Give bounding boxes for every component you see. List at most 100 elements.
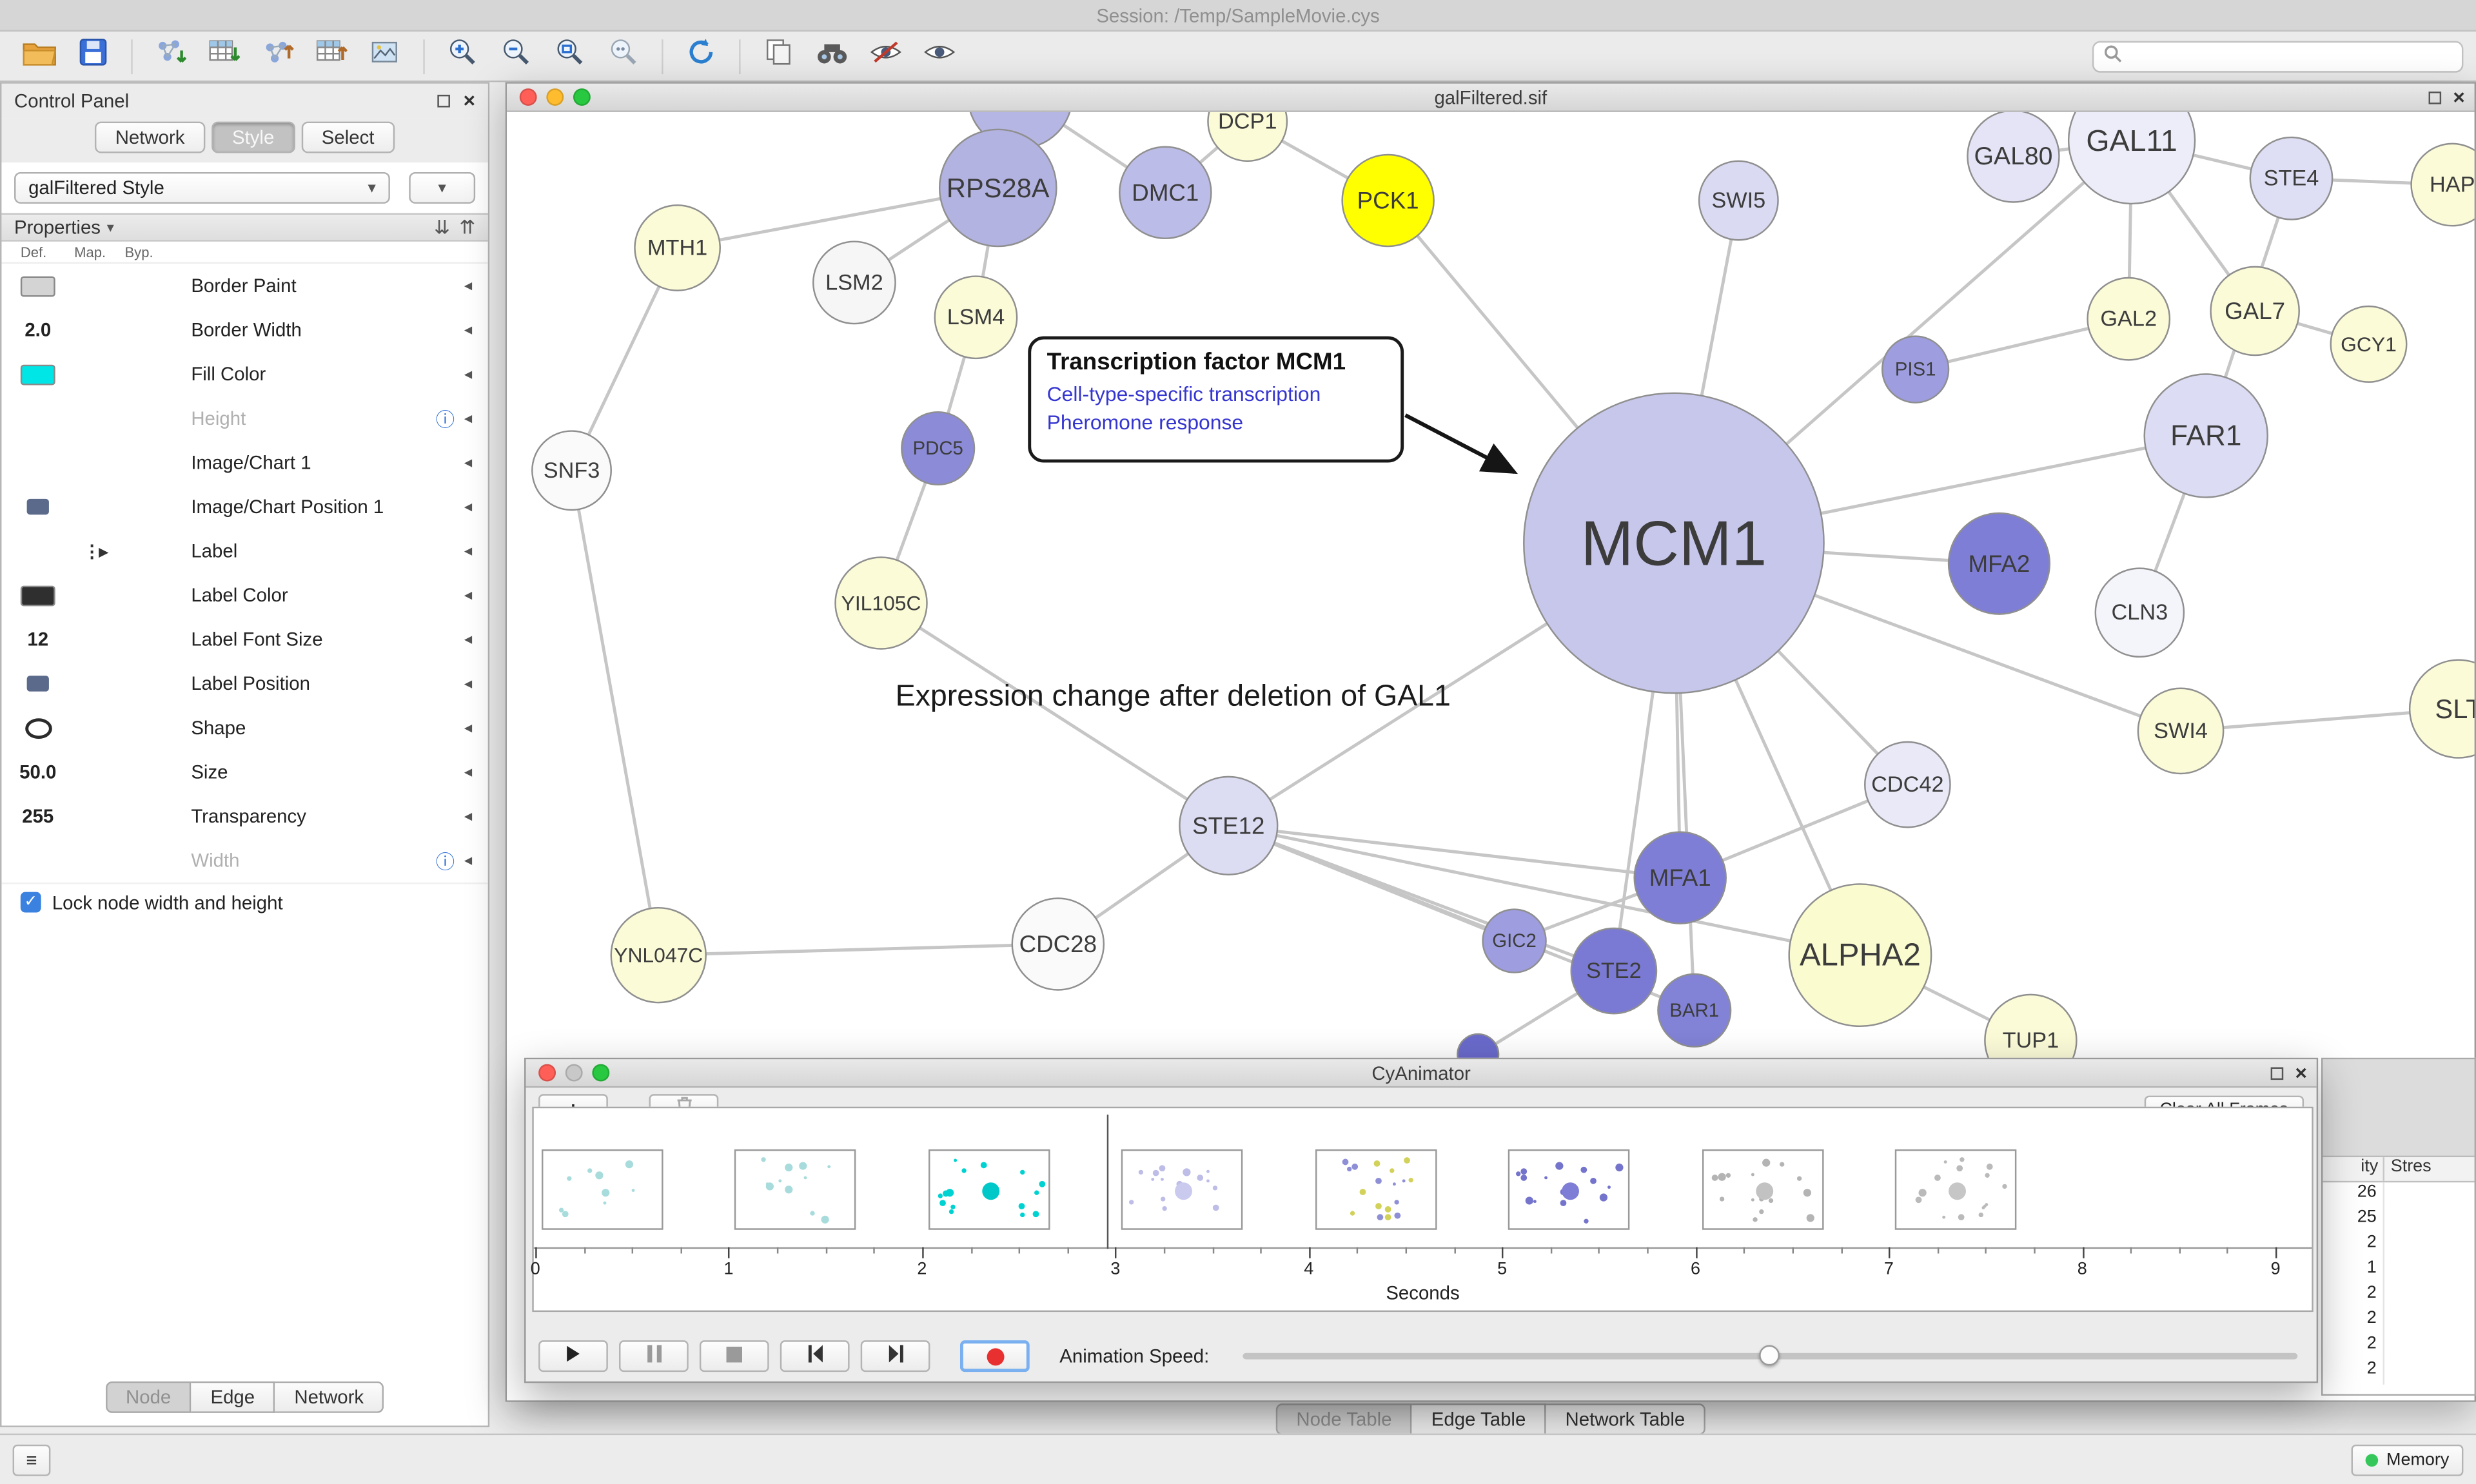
node-gal2[interactable]: GAL2 [2087, 277, 2171, 361]
default-value-cell[interactable] [14, 676, 61, 692]
node-mfa1[interactable]: MFA1 [1633, 831, 1727, 924]
close-frame-icon[interactable]: × [2295, 1060, 2307, 1084]
node-cdc42[interactable]: CDC42 [1864, 741, 1951, 828]
property-row-shape[interactable]: Shape◂ [1, 706, 487, 750]
record-button[interactable] [959, 1340, 1030, 1372]
tab-edge[interactable]: Edge [192, 1381, 275, 1413]
edge-ste12-alpha2[interactable] [1228, 824, 1861, 957]
node-pck1[interactable]: PCK1 [1341, 153, 1435, 248]
tab-network-table[interactable]: Network Table [1546, 1403, 1706, 1436]
cyanimator-titlebar[interactable]: CyAnimator × [526, 1059, 2317, 1088]
default-value-cell[interactable]: 12 [27, 628, 49, 650]
node-mfa2[interactable]: MFA2 [1947, 512, 2051, 615]
expand-arrow-icon[interactable]: ◂ [464, 763, 473, 781]
animation-speed-slider[interactable] [1242, 1345, 2298, 1366]
pause-button[interactable] [619, 1340, 689, 1372]
expand-arrow-icon[interactable]: ◂ [464, 807, 473, 825]
copy-button[interactable] [752, 34, 805, 79]
edge-ste12-gic2[interactable] [1228, 824, 1515, 942]
tab-style[interactable]: Style [211, 121, 295, 153]
memory-button[interactable]: Memory [2352, 1443, 2464, 1476]
play-button[interactable] [538, 1340, 608, 1372]
node-pis1[interactable]: PIS1 [1881, 335, 1950, 404]
annotation-link-2[interactable]: Pheromone response [1046, 409, 1244, 434]
property-row-label[interactable]: ⋮▸Label◂ [1, 529, 487, 573]
node-dmc1[interactable]: DMC1 [1119, 146, 1212, 240]
tab-network[interactable]: Network [275, 1381, 384, 1413]
table-row[interactable]: 26 [2323, 1182, 2474, 1208]
frame-thumbnail-4[interactable] [1315, 1149, 1437, 1230]
expand-arrow-icon[interactable]: ◂ [464, 498, 473, 516]
lock-size-row[interactable]: ✓ Lock node width and height [1, 882, 488, 921]
column-stres[interactable]: Stres [2383, 1157, 2475, 1181]
node-bar1[interactable]: BAR1 [1657, 973, 1732, 1048]
frame-thumbnail-1[interactable] [734, 1149, 857, 1230]
search-box[interactable] [2092, 40, 2464, 72]
tab-node[interactable]: Node [105, 1381, 192, 1413]
expand-arrow-icon[interactable]: ◂ [464, 365, 473, 383]
node-gic2[interactable]: GIC2 [1482, 908, 1547, 973]
node-yil105c[interactable]: YIL105C [834, 556, 928, 650]
edge-yil105c-ste12[interactable] [880, 601, 1230, 827]
tab-network[interactable]: Network [94, 121, 206, 153]
zoom-out-button[interactable] [489, 34, 543, 79]
import-table-button[interactable] [197, 34, 251, 79]
edge-ynl047c-cdc28[interactable] [658, 942, 1058, 957]
node-snf3[interactable]: SNF3 [531, 430, 612, 511]
node-ynl047c[interactable]: YNL047C [610, 906, 707, 1004]
expand-arrow-icon[interactable]: ◂ [464, 852, 473, 870]
table-row[interactable]: 2 [2323, 1284, 2474, 1309]
frame-thumbnail-0[interactable] [542, 1149, 663, 1230]
float-panel-icon[interactable] [438, 94, 451, 108]
close-panel-icon[interactable]: × [463, 88, 476, 112]
search-input[interactable] [2130, 46, 2453, 66]
export-network-button[interactable] [251, 34, 304, 79]
frame-thumbnail-5[interactable] [1508, 1149, 1630, 1230]
close-window-icon[interactable] [519, 88, 537, 106]
default-value-cell[interactable] [14, 498, 61, 515]
frame-thumbnail-2[interactable] [928, 1149, 1050, 1230]
tab-node-table[interactable]: Node Table [1275, 1403, 1413, 1436]
property-row-image-chart-1[interactable]: Image/Chart 1◂ [1, 440, 487, 485]
annotation-arrow[interactable] [1404, 413, 1518, 474]
close-frame-icon[interactable]: × [2453, 84, 2465, 108]
node-lsm4[interactable]: LSM4 [934, 275, 1018, 360]
node-gal11[interactable]: GAL11 [2067, 112, 2196, 205]
node-rps28a[interactable]: RPS28A [938, 128, 1057, 248]
stop-button[interactable] [699, 1340, 769, 1372]
frame-thumbnail-7[interactable] [1895, 1149, 2017, 1230]
column-ity[interactable]: ity [2361, 1157, 2379, 1176]
expand-arrow-icon[interactable]: ◂ [464, 321, 473, 339]
table-row[interactable]: 2 [2323, 1334, 2474, 1360]
last-frame-button[interactable] [860, 1340, 930, 1372]
zoom-selected-button[interactable] [597, 34, 651, 79]
node-pdc5[interactable]: PDC5 [901, 411, 976, 486]
node-mth1[interactable]: MTH1 [634, 204, 721, 291]
edge-ste12-mfa1[interactable] [1228, 824, 1680, 880]
table-row[interactable]: 2 [2323, 1233, 2474, 1258]
first-frame-button[interactable] [780, 1340, 850, 1372]
property-row-label-color[interactable]: Label Color◂ [1, 573, 487, 618]
collapse-all-icon[interactable]: ⇊ [434, 216, 450, 239]
expand-all-icon[interactable]: ⇈ [459, 216, 476, 239]
node-gal80[interactable]: GAL80 [1967, 112, 2060, 203]
property-row-fill-color[interactable]: Fill Color◂ [1, 352, 487, 396]
tab-select[interactable]: Select [300, 121, 395, 153]
close-window-icon[interactable] [538, 1064, 556, 1082]
find-button[interactable] [805, 34, 859, 79]
default-value-cell[interactable]: 50.0 [19, 761, 57, 783]
expand-arrow-icon[interactable]: ◂ [464, 719, 473, 737]
node-lsm2[interactable]: LSM2 [812, 240, 896, 325]
side-table-header[interactable]: ity Stres [2323, 1157, 2475, 1183]
expand-arrow-icon[interactable]: ◂ [464, 277, 473, 295]
refresh-button[interactable] [674, 34, 728, 79]
show-all-button[interactable] [913, 34, 967, 79]
node-cdc28[interactable]: CDC28 [1011, 897, 1105, 991]
edge-snf3-ynl047c[interactable] [570, 470, 660, 956]
node-mcm1[interactable]: MCM1 [1523, 392, 1825, 694]
zoom-window-icon[interactable] [592, 1064, 610, 1082]
default-value-cell[interactable] [14, 718, 61, 738]
table-row[interactable]: 2 [2323, 1359, 2474, 1385]
